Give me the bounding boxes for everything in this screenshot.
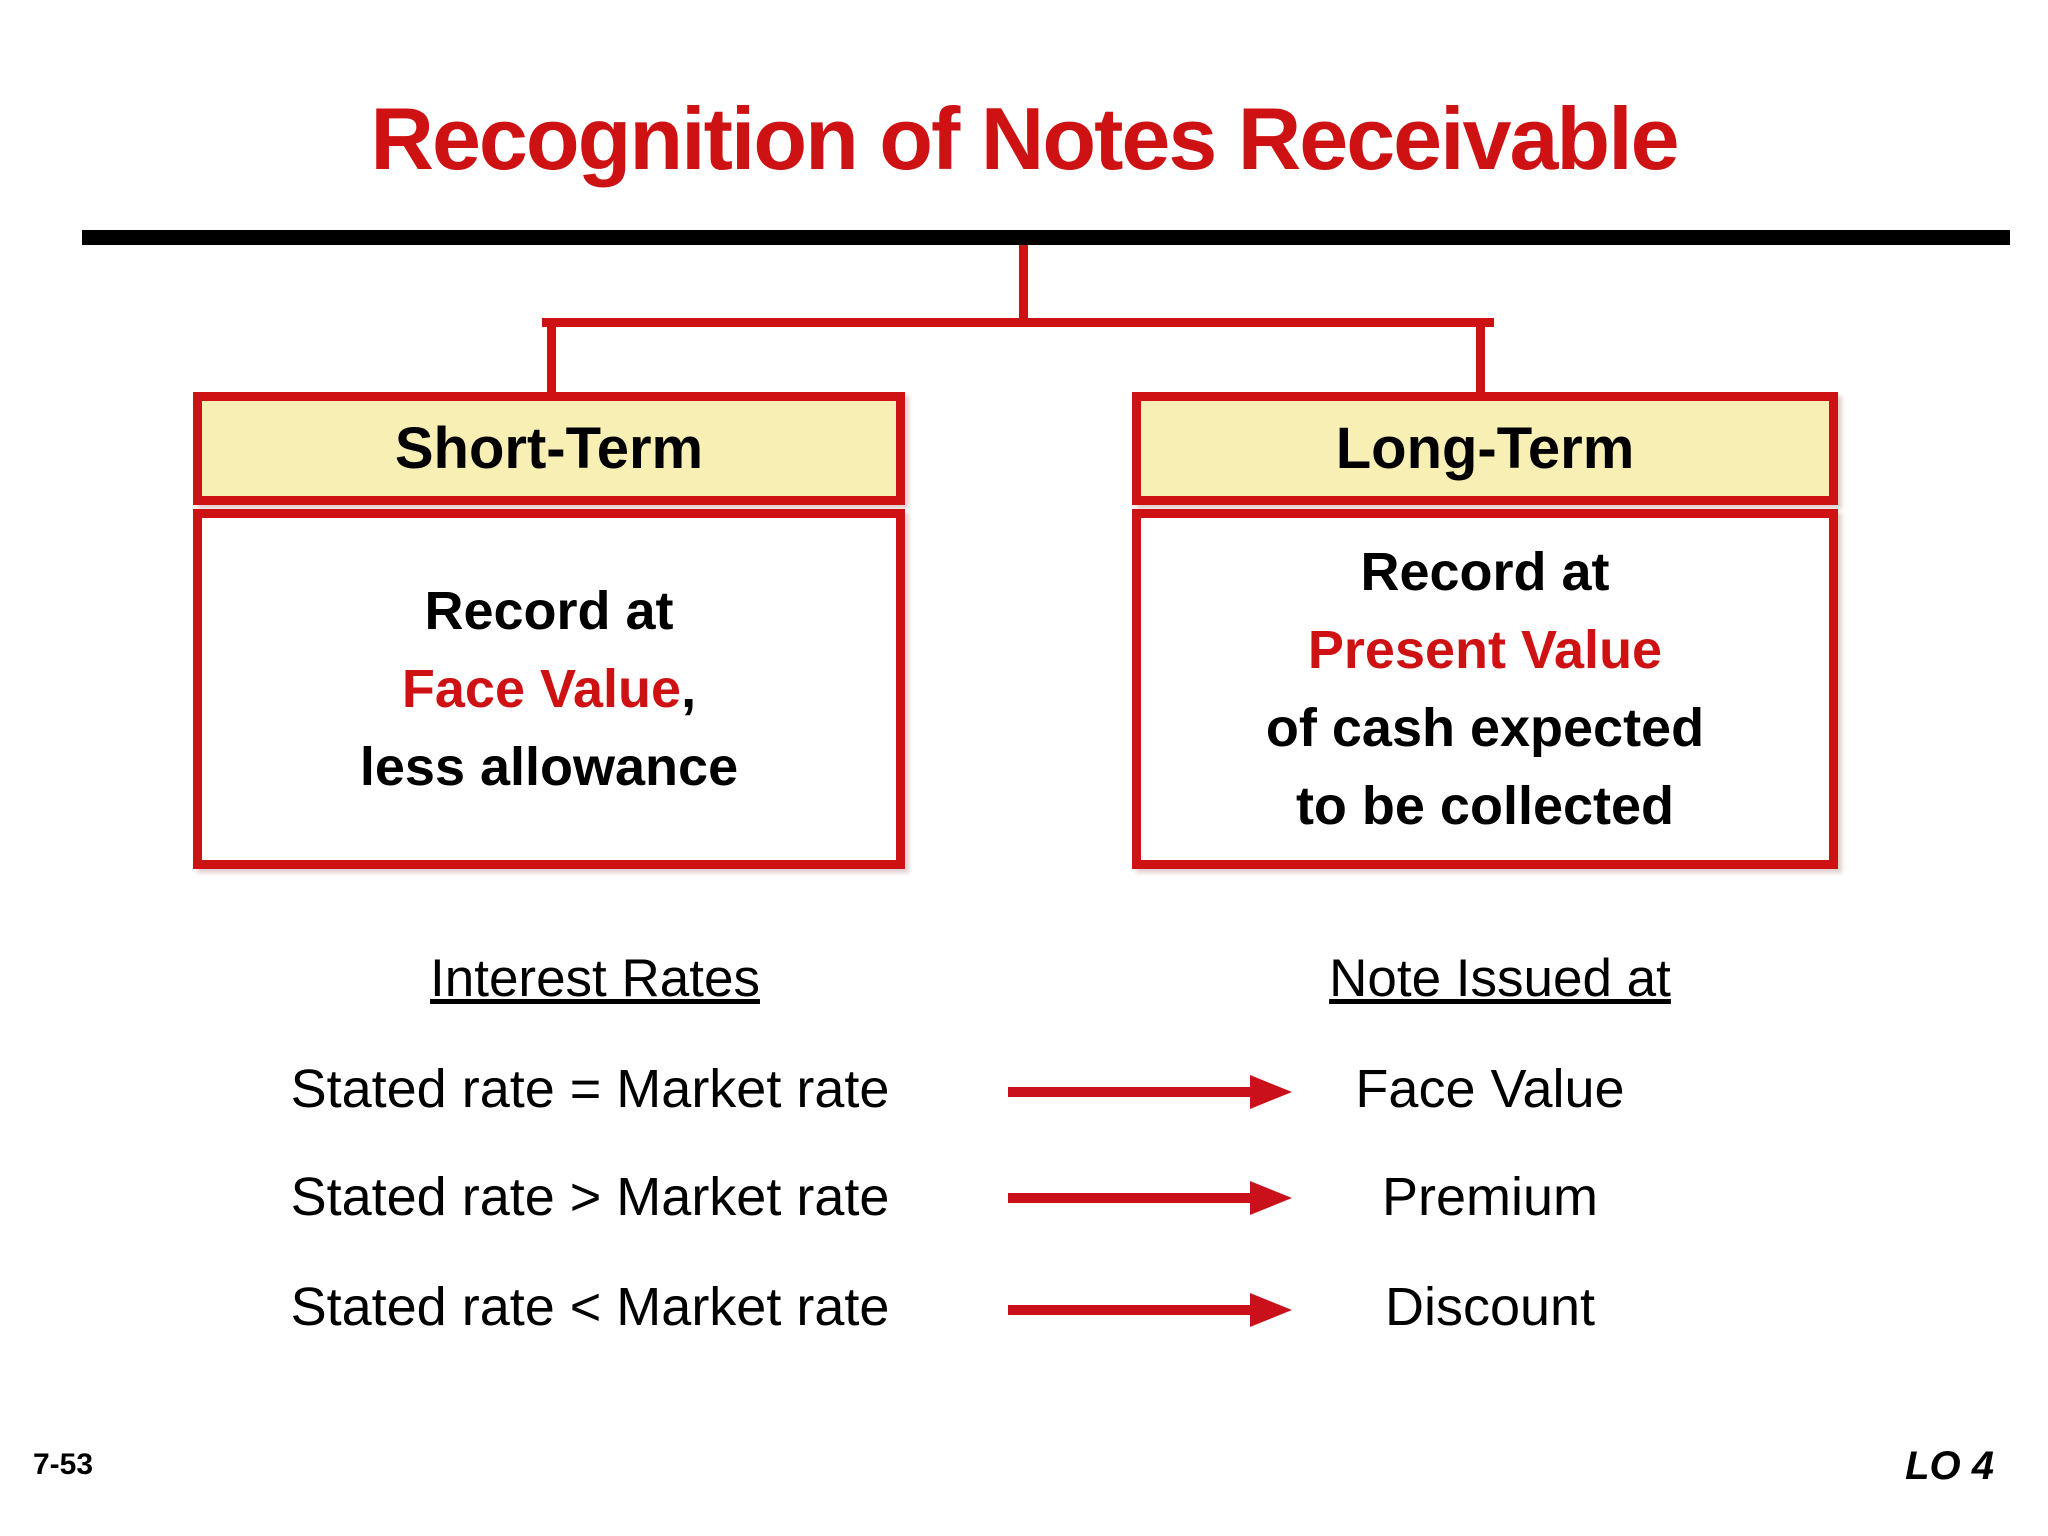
short-term-line2-suffix: ,	[681, 659, 697, 719]
connector-stem	[1019, 245, 1028, 322]
short-term-body-text: Record at Face Value, less allowance	[360, 572, 738, 806]
result-text: Discount	[1384, 1277, 1596, 1337]
short-term-header-label: Short-Term	[394, 416, 704, 481]
arrow-right-icon	[1008, 1293, 1292, 1327]
long-term-line1: Record at	[1360, 542, 1610, 602]
slide-title: Recognition of Notes Receivable	[370, 89, 1679, 188]
short-term-line2-highlight: Face Value	[401, 659, 682, 719]
long-term-body-text: Record at Present Value of cash expected…	[1266, 533, 1704, 845]
condition-text: Stated rate = Market rate	[290, 1059, 890, 1119]
long-term-header-box: Long-Term	[1132, 392, 1838, 505]
title-rule	[82, 230, 2010, 245]
long-term-line2-highlight: Present Value	[1307, 620, 1663, 680]
long-term-header-label: Long-Term	[1335, 416, 1635, 481]
arrow-head	[1250, 1181, 1292, 1215]
condition-text: Stated rate < Market rate	[290, 1277, 890, 1337]
connector-crossbar	[542, 318, 1494, 327]
learning-objective: LO 4	[1905, 1444, 1994, 1488]
short-term-line1: Record at	[424, 581, 674, 641]
long-term-line4: to be collected	[1295, 776, 1675, 836]
arrow-right-icon	[1008, 1075, 1292, 1109]
interest-rates-header: Interest Rates	[430, 949, 760, 1008]
connector-drop-left	[547, 318, 556, 396]
long-term-body-box: Record at Present Value of cash expected…	[1132, 509, 1838, 869]
page-number: 7-53	[33, 1448, 94, 1481]
result-text: Face Value	[1355, 1059, 1625, 1119]
arrow-shaft	[1008, 1305, 1250, 1315]
arrow-shaft	[1008, 1193, 1250, 1203]
arrow-head	[1250, 1075, 1292, 1109]
result-text: Premium	[1381, 1167, 1599, 1227]
short-term-line3: less allowance	[359, 737, 739, 797]
arrow-shaft	[1008, 1087, 1250, 1097]
short-term-header-box: Short-Term	[193, 392, 905, 505]
connector-drop-right	[1476, 318, 1485, 396]
condition-text: Stated rate > Market rate	[290, 1167, 890, 1227]
long-term-line3: of cash expected	[1265, 698, 1705, 758]
note-issued-header: Note Issued at	[1329, 949, 1671, 1008]
arrow-head	[1250, 1293, 1292, 1327]
short-term-body-box: Record at Face Value, less allowance	[193, 509, 905, 869]
arrow-right-icon	[1008, 1181, 1292, 1215]
